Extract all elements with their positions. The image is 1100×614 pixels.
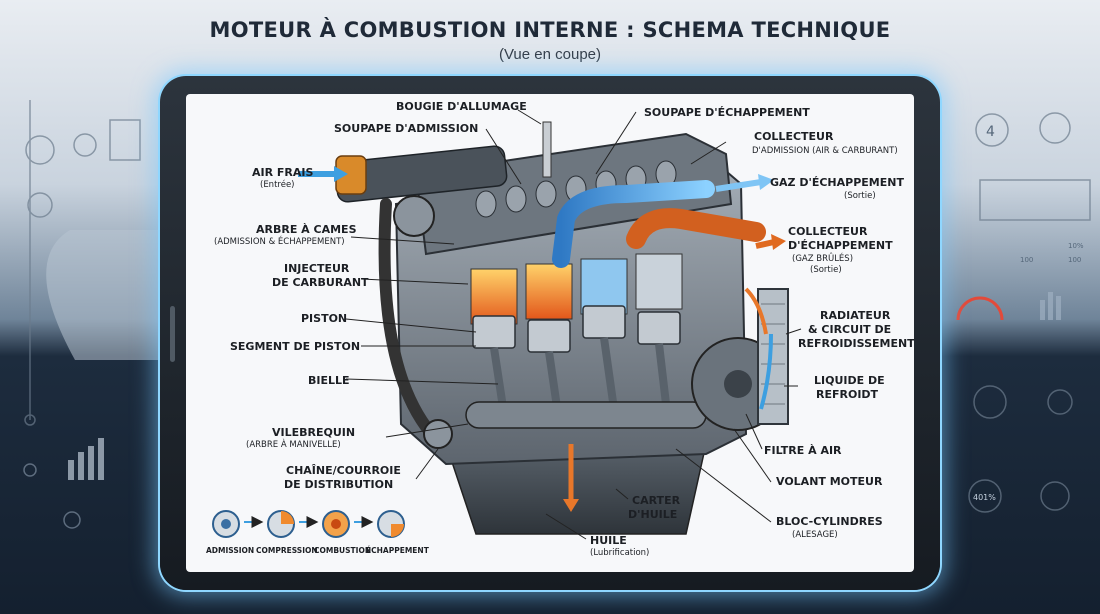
- label-gaz-echappement-sub: (Sortie): [844, 191, 876, 201]
- label-liquide-1: LIQUIDE DE: [814, 374, 885, 387]
- radiator: [757, 288, 789, 425]
- cycle-label-combustion: COMBUSTION: [314, 546, 371, 555]
- flywheel-hub: [724, 370, 752, 398]
- label-vilebrequin: VILEBREQUIN: [272, 426, 355, 439]
- gear-icon: [73, 133, 97, 157]
- label-arbre-cames: ARBRE À CAMES: [256, 223, 357, 236]
- coolant-arrow-orange: [744, 287, 768, 335]
- label-bielle: BIELLE: [308, 374, 350, 387]
- label-filtre: FILTRE À AIR: [764, 444, 842, 457]
- label-collecteur-ech-sub1: (GAZ BRÛLÉS): [792, 252, 853, 264]
- intake-pipe: [552, 180, 715, 268]
- warning-icon: [27, 192, 53, 218]
- label-piston: PISTON: [301, 312, 347, 325]
- label-liquide-2: REFROIDT: [816, 388, 879, 401]
- cylinder-1: [470, 268, 518, 325]
- label-carter-1: CARTER: [632, 494, 681, 507]
- engine-diagram: BOUGIE D'ALLUMAGE SOUPAPE D'ADMISSION SO…: [206, 100, 914, 558]
- exhaust-gas-arrow: [715, 179, 762, 192]
- cycle-step-combustion: [322, 510, 350, 538]
- label-gaz-echappement: GAZ D'ÉCHAPPEMENT: [770, 176, 904, 189]
- decor-pct-1: 10%: [1068, 242, 1084, 250]
- cycle-label-echappement: ÉCHAPPEMENT: [366, 546, 430, 555]
- label-bloc: BLOC-CYLINDRES: [776, 515, 883, 528]
- page-subtitle: (Vue en coupe): [498, 46, 601, 63]
- background-decor-right: 4 10% 100 100 401%: [956, 112, 1091, 513]
- label-injecteur-2: DE CARBURANT: [272, 276, 369, 289]
- cycle-step-compression: [267, 510, 295, 538]
- label-collecteur-ech-1: COLLECTEUR: [788, 225, 868, 238]
- label-soupape-echappement: SOUPAPE D'ÉCHAPPEMENT: [644, 106, 810, 119]
- tablet-side-button[interactable]: [170, 306, 175, 362]
- label-collecteur-ech-2: D'ÉCHAPPEMENT: [788, 239, 893, 252]
- speedometer-icon: [975, 113, 1009, 147]
- spark-plug: [542, 121, 552, 178]
- cylinder-2: [525, 263, 573, 320]
- label-chaine-1: CHAÎNE/COURROIE: [286, 464, 401, 477]
- crank-pulley: [423, 419, 453, 449]
- label-collecteur-ech-sub2: (Sortie): [810, 265, 842, 275]
- label-volant: VOLANT MOTEUR: [776, 475, 883, 488]
- settings-gear-icon: [63, 511, 81, 529]
- cycle-step-admission: [212, 510, 240, 538]
- gear-icon-right: [973, 385, 1007, 419]
- label-arbre-cames-sub: (ADMISSION & ÉCHAPPEMENT): [214, 235, 345, 247]
- cycle-strip: ADMISSION COMPRESSION COMBUSTION ÉCHAPPE…: [206, 510, 430, 555]
- label-collecteur-adm: COLLECTEUR: [754, 130, 834, 143]
- cam-pulley: [393, 195, 435, 237]
- label-vilebrequin-sub: (ARBRE À MANIVELLE): [246, 438, 341, 450]
- label-air-frais-sub: (Entrée): [260, 179, 295, 190]
- label-segment: SEGMENT DE PISTON: [230, 340, 360, 353]
- decor-pct-4: 401%: [973, 493, 996, 502]
- timing-belt: [378, 198, 442, 445]
- exhaust-out-arrow: [755, 239, 775, 249]
- label-radiateur-1: RADIATEUR: [820, 309, 891, 322]
- tablet-frame: BOUGIE D'ALLUMAGE SOUPAPE D'ADMISSION SO…: [160, 76, 940, 590]
- page-title: MOTEUR À COMBUSTION INTERNE : SCHEMA TEC…: [209, 18, 891, 42]
- label-air-frais: AIR FRAIS: [252, 166, 313, 179]
- tire-pressure-icon: [25, 135, 55, 165]
- label-injecteur-1: INJECTEUR: [284, 262, 350, 275]
- cylinder-4: [635, 253, 683, 310]
- cycle-label-admission: ADMISSION: [206, 546, 254, 555]
- tablet-screen: BOUGIE D'ALLUMAGE SOUPAPE D'ADMISSION SO…: [186, 94, 914, 572]
- car-silhouette: [46, 230, 160, 360]
- coolant-arrow-blue: [759, 333, 773, 410]
- gauge-icon: [1039, 112, 1071, 144]
- label-bougie: BOUGIE D'ALLUMAGE: [396, 100, 527, 113]
- label-huile-sub: (Lubrification): [590, 548, 649, 558]
- grid-icon: [109, 119, 141, 161]
- pistons: [472, 305, 681, 353]
- label-radiateur-3: REFROIDISSEMENT: [798, 337, 914, 350]
- exhaust-manifold: [626, 208, 766, 249]
- car-outline-icon: [979, 179, 1091, 221]
- label-radiateur-2: & CIRCUIT DE: [808, 323, 891, 336]
- label-carter-2: D'HUILE: [628, 508, 677, 521]
- background-decor-left: [23, 100, 160, 529]
- crankshaft: [465, 401, 707, 429]
- decor-pct-2: 100: [1020, 256, 1033, 264]
- decor-pct-3: 100: [1068, 256, 1081, 264]
- label-chaine-2: DE DISTRIBUTION: [284, 478, 393, 491]
- gauge-number: 4: [986, 124, 995, 140]
- label-bloc-sub: (ALESAGE): [792, 530, 838, 540]
- label-huile: HUILE: [590, 534, 627, 547]
- label-soupape-admission: SOUPAPE D'ADMISSION: [334, 122, 478, 135]
- cycle-label-compression: COMPRESSION: [256, 546, 318, 555]
- label-collecteur-adm-sub: D'ADMISSION (AIR & CARBURANT): [752, 146, 898, 156]
- header: MOTEUR À COMBUSTION INTERNE : SCHEMA TEC…: [0, 18, 1100, 63]
- cycle-step-echappement: [377, 510, 405, 538]
